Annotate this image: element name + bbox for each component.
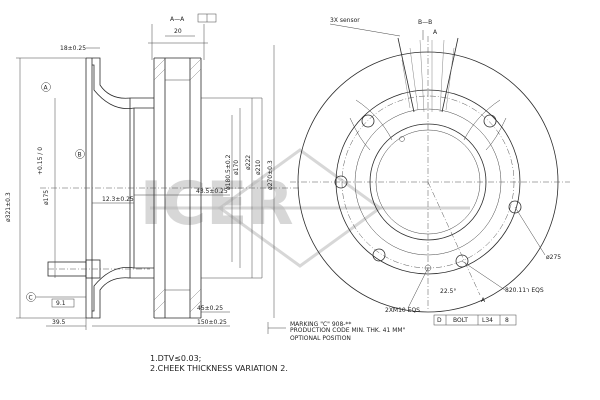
dim-d170: ø170 — [233, 160, 240, 175]
marking-line3: OPTIONAL POSITION — [290, 335, 351, 342]
sensor-label: 3X sensor — [330, 17, 360, 24]
dim-d180-5: ø180.5±0.2 — [225, 154, 232, 190]
section-aa-label: A—A — [170, 16, 185, 23]
dim-d222: ø222 — [245, 155, 252, 170]
marking-line2: PRODUCTION CODE MIN. THK. 41 MM" — [290, 327, 406, 334]
note-1: 1.DTV≤0.03; — [150, 354, 201, 363]
dim-45: 45±0.25 — [197, 305, 223, 312]
circle-a: A — [44, 85, 49, 92]
watermark-logo: ICER — [140, 148, 470, 268]
notes: 1.DTV≤0.03; 2.CHEEK THICKNESS VARIATION … — [150, 354, 288, 373]
dim-18: 18±0.25 — [60, 45, 86, 52]
marking-note: MARKING "C" 908-** PRODUCTION CODE MIN. … — [267, 321, 406, 342]
note-2: 2.CHEEK THICKNESS VARIATION 2. — [150, 364, 288, 373]
dim-150: 150±0.25 — [197, 319, 227, 326]
bolt-num: 8 — [505, 317, 509, 324]
marking-line1: MARKING "C" 908-** — [290, 321, 351, 328]
dim-d321: ø321±0.3 — [5, 192, 12, 222]
circle-b: B — [78, 152, 82, 159]
dim-22-5: 22.5° — [440, 288, 456, 295]
dim-d175-tol: +0.15 / 0 — [37, 147, 44, 175]
dim-8x20: 8ר20.11 EQS — [505, 287, 544, 294]
dim-d175: ø175 — [43, 190, 50, 205]
dim-20: 20 — [174, 28, 182, 35]
dim-43-5: 43.5±0.25 — [196, 188, 228, 195]
watermark-text: ICER — [140, 169, 294, 239]
dim-d270: ø270±0.3 — [267, 160, 274, 190]
dim-9-1: 9.1 — [56, 300, 66, 307]
dim-d275: ø275 — [546, 254, 561, 261]
bolt-label: BOLT — [453, 317, 468, 324]
dim-2xm10: 2XM10 EQS — [385, 307, 420, 314]
section-bb-label: B—B — [418, 19, 432, 26]
circle-c: C — [29, 295, 33, 302]
dim-12-3: 12.3±0.25 — [102, 196, 134, 203]
dim-39-5: 39.5 — [52, 319, 66, 326]
section-view-aa: A—A 20 — [5, 13, 300, 330]
ref-a-bottom: A — [481, 297, 486, 304]
ref-a-top: A — [433, 29, 438, 36]
dim-d210: ø210 — [255, 160, 262, 175]
front-view: B—B A 3X sensor ø275 8ר20.11 EQS 22.5° A… — [290, 17, 570, 326]
bolt-code: L34 — [482, 317, 493, 324]
bolt-box: D — [437, 317, 442, 324]
